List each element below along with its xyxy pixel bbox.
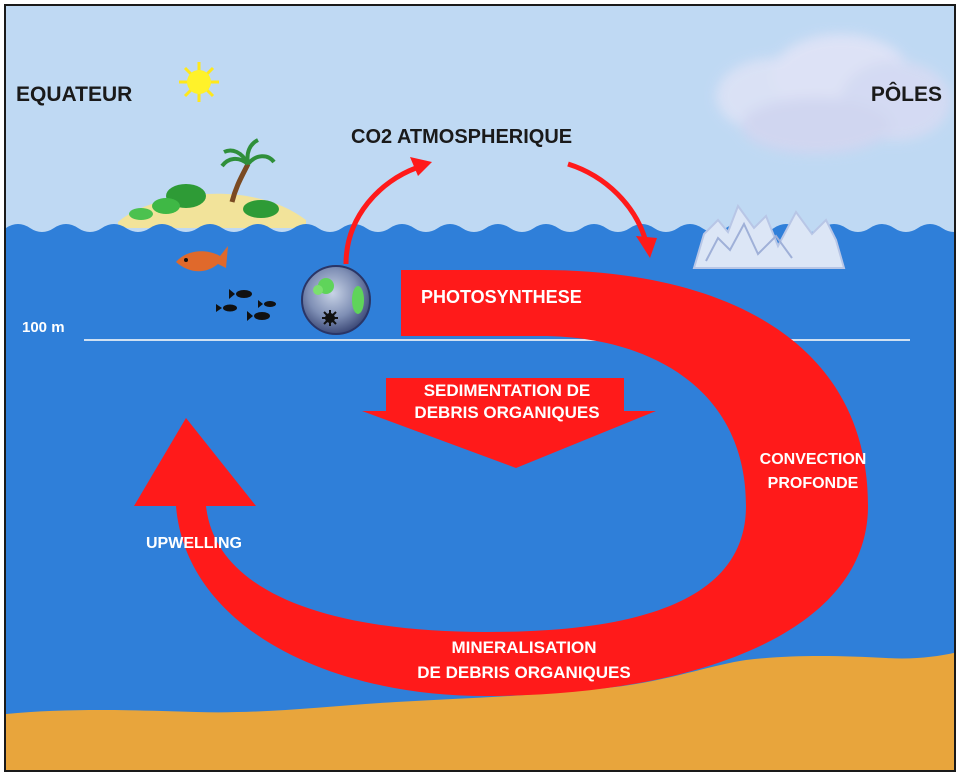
photosynthesis-label: PHOTOSYNTHESE [421,287,582,307]
plankton-icon [301,265,371,335]
convection-line-1: CONVECTION [759,451,867,468]
sedimentation-line-2: DEBRIS ORGANIQUES [414,403,600,422]
depth-label: 100 m [22,319,65,336]
deep-convection-label: CONVECTION PROFONDE [738,448,888,496]
mineralisation-line-2: DE DEBRIS ORGANIQUES [417,663,631,682]
equator-label: EQUATEUR [16,83,133,106]
small-fish-icon [216,289,276,321]
co2-atmospheric-label: CO2 ATMOSPHERIQUE [351,126,573,148]
mineralisation-line-1: MINERALISATION [451,638,597,657]
palm-tree-icon [220,138,276,203]
mineralisation-label: MINERALISATION DE DEBRIS ORGANIQUES [384,635,664,685]
sedimentation-line-1: SEDIMENTATION DE [423,381,591,400]
convection-line-2: PROFONDE [767,475,859,492]
sedimentation-arrow [362,378,656,468]
sedimentation-label: SEDIMENTATION DE DEBRIS ORGANIQUES [382,380,632,424]
poles-label: PÔLES [870,83,942,106]
island-icon [118,184,306,228]
cloud-icon [716,34,951,154]
seabed [6,652,954,770]
co2-emission-arrow [343,157,432,265]
upwelling-label: UPWELLING [146,535,242,552]
circulation-loop-arrow [134,270,868,696]
fish-icon [176,246,228,272]
sun-icon [179,62,219,102]
iceberg-icon [692,203,846,269]
ocean-carbon-cycle-scene [6,6,954,770]
co2-absorption-arrow [567,161,657,258]
diagram-frame: EQUATEUR PÔLES CO2 ATMOSPHERIQUE 100 m P… [4,4,956,772]
